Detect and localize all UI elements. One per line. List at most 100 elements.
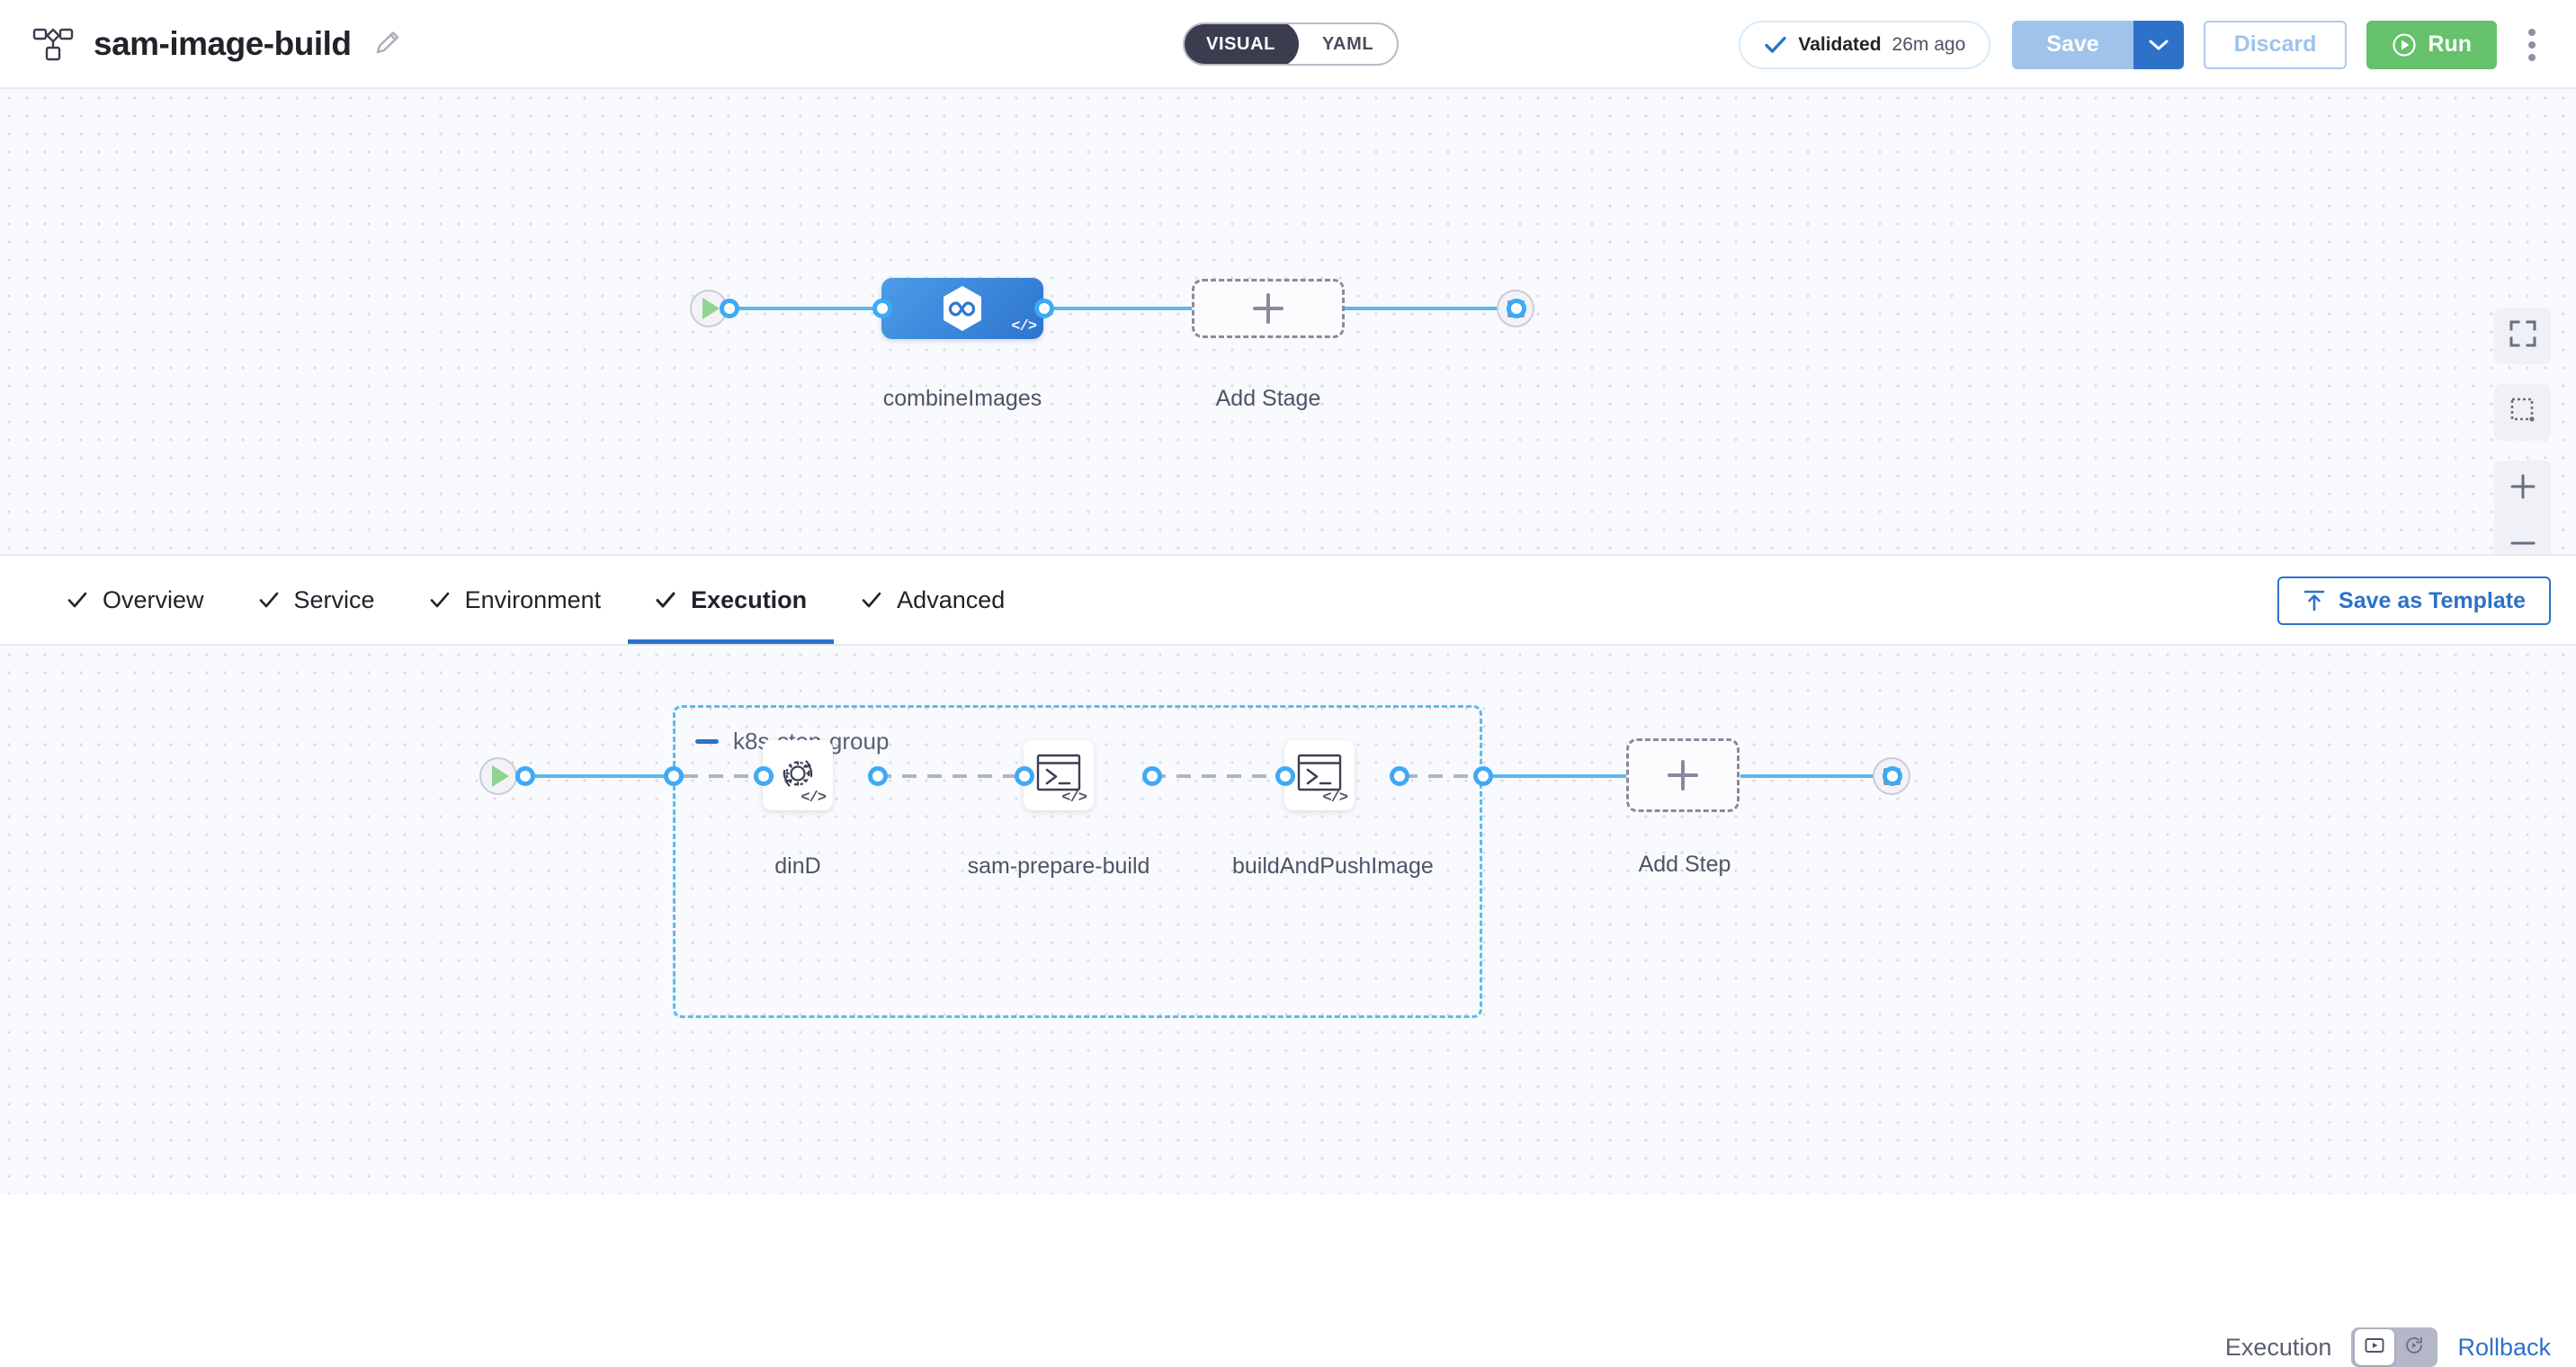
edge-prepare-to-buildpush	[1151, 774, 1282, 778]
dind-out-port[interactable]	[868, 766, 888, 786]
tab-label: Execution	[691, 585, 808, 613]
step-group-out-port[interactable]	[1473, 766, 1493, 786]
buildpush-out-port[interactable]	[1390, 766, 1409, 786]
view-mode-toggle[interactable]: VISUAL YAML	[1183, 22, 1400, 66]
step-node-buildandpushimage[interactable]: </>	[1284, 740, 1355, 810]
step-node-dind[interactable]: </>	[763, 740, 833, 810]
execution-rollback-toggle-row: Execution Rol	[2225, 1327, 2551, 1367]
save-button[interactable]: Save	[2012, 20, 2133, 69]
status-badge-validated[interactable]: Validated 26m ago	[1739, 20, 1991, 69]
pipeline-nodes-icon	[32, 26, 74, 62]
stage-node-combineimages[interactable]: </>	[881, 278, 1043, 339]
fit-screen-icon	[2509, 320, 2536, 352]
steps-start-port[interactable]	[515, 766, 535, 786]
execution-screen-icon	[2364, 1335, 2385, 1361]
tab-execution[interactable]: Execution	[628, 555, 835, 645]
step-label-dind: dinD	[774, 853, 821, 879]
rollback-label[interactable]: Rollback	[2457, 1333, 2551, 1361]
plus-icon-vertical	[1266, 293, 1270, 324]
execution-rollback-switch[interactable]	[2351, 1327, 2438, 1367]
stage-end-port[interactable]	[1507, 299, 1526, 318]
tab-service[interactable]: Service	[231, 555, 402, 645]
header-left-group: sam-image-build	[0, 25, 402, 63]
plus-icon-vertical	[1681, 760, 1685, 791]
execution-steps-canvas[interactable]: Execution Rol	[0, 644, 2576, 1367]
edge-addstage-to-end	[1340, 307, 1516, 310]
dotted-square-icon	[2509, 397, 2536, 428]
fit-to-screen-button[interactable]	[2494, 308, 2551, 364]
play-icon	[491, 765, 509, 787]
stage-code-badge: </>	[1011, 318, 1037, 335]
add-stage-button[interactable]	[1192, 279, 1345, 338]
kebab-dot	[2528, 28, 2536, 36]
view-mode-yaml[interactable]: YAML	[1321, 33, 1374, 54]
pencil-edit-icon[interactable]	[371, 29, 402, 59]
save-dropdown-button[interactable]	[2133, 20, 2184, 69]
stage-node-label: combineImages	[882, 386, 1042, 411]
stage-in-port[interactable]	[872, 299, 892, 318]
add-step-label: Add Step	[1638, 852, 1731, 877]
play-icon	[702, 298, 720, 319]
zoom-out-button[interactable]	[2494, 517, 2551, 574]
tab-label: Advanced	[897, 585, 1006, 613]
edge-group-in-to-dind	[684, 774, 765, 778]
edge-stage-to-addstage	[1043, 307, 1196, 310]
check-icon	[861, 589, 882, 611]
stage-start-port[interactable]	[720, 299, 739, 318]
buildpush-in-port[interactable]	[1275, 766, 1295, 786]
stage-out-port[interactable]	[1034, 299, 1054, 318]
prepare-in-port[interactable]	[1015, 766, 1034, 786]
edge-addstep-to-end	[1740, 774, 1892, 778]
view-mode-visual[interactable]: VISUAL	[1185, 24, 1299, 64]
discard-button[interactable]: Discard	[2203, 20, 2348, 69]
kebab-menu-icon[interactable]	[2513, 21, 2551, 69]
edge-start-to-stage	[729, 307, 899, 310]
validated-label: Validated	[1798, 33, 1882, 55]
prepare-out-port[interactable]	[1142, 766, 1162, 786]
stage-graph-canvas[interactable]: </> combineImages Add Stage	[0, 89, 2576, 574]
edge-dind-to-prepare	[877, 774, 1021, 778]
tab-label: Service	[293, 585, 375, 613]
edge-start-to-group	[524, 774, 686, 778]
minus-collapse-icon[interactable]	[695, 739, 719, 744]
save-as-template-button[interactable]: Save as Template	[2277, 576, 2551, 625]
check-icon	[258, 589, 280, 611]
tab-label: Overview	[103, 585, 204, 613]
template-upload-icon	[2303, 589, 2326, 612]
steps-start-node[interactable]	[479, 757, 517, 795]
validated-timestamp: 26m ago	[1892, 33, 1966, 55]
canvas-zoom-controls	[2494, 308, 2551, 574]
run-label: Run	[2428, 31, 2472, 57]
step-label-buildandpushimage: buildAndPushImage	[1232, 853, 1434, 879]
app-header: sam-image-build VISUAL YAML Validated 26…	[0, 0, 2576, 89]
step-group-in-port[interactable]	[664, 766, 684, 786]
check-icon	[1764, 33, 1787, 57]
tab-environment[interactable]: Environment	[402, 555, 629, 645]
edge-group-to-addstep	[1482, 774, 1633, 778]
zoom-in-button[interactable]	[2494, 460, 2551, 517]
dind-in-port[interactable]	[754, 766, 774, 786]
steps-end-port[interactable]	[1883, 766, 1902, 786]
run-button[interactable]: Run	[2366, 20, 2497, 69]
execution-mode-knob[interactable]	[2355, 1329, 2395, 1365]
step-node-sam-prepare-build[interactable]: </>	[1024, 740, 1094, 810]
tab-overview[interactable]: Overview	[40, 555, 231, 645]
kebab-dot	[2528, 40, 2536, 49]
kebab-dot	[2528, 53, 2536, 61]
step-code-badge: </>	[1061, 790, 1087, 807]
ci-infinity-hexagon-icon	[938, 284, 987, 333]
add-step-button[interactable]	[1626, 738, 1740, 812]
step-label-sam-prepare-build: sam-prepare-build	[967, 853, 1150, 879]
edge-buildpush-to-group-out	[1403, 774, 1486, 778]
minus-icon	[2509, 529, 2537, 562]
tab-label: Environment	[464, 585, 602, 613]
stage-config-tabs-bar: Overview Service Environment Execution A…	[0, 554, 2576, 645]
save-button-group: Save	[2012, 20, 2184, 69]
marquee-select-button[interactable]	[2494, 384, 2551, 441]
chevron-down-icon	[2149, 39, 2169, 51]
tab-advanced[interactable]: Advanced	[834, 555, 1032, 645]
header-actions: Validated 26m ago Save Discard Run	[1739, 0, 2551, 89]
rollback-mode-option[interactable]	[2394, 1329, 2434, 1365]
plus-icon	[2509, 472, 2537, 505]
rollback-rotate-icon	[2403, 1335, 2425, 1361]
